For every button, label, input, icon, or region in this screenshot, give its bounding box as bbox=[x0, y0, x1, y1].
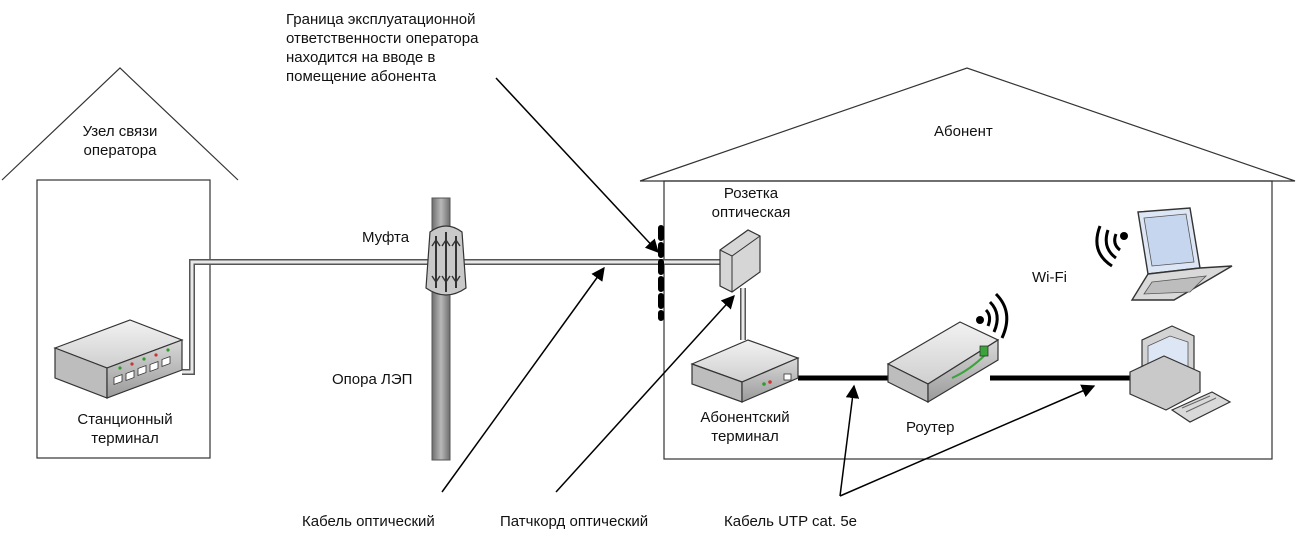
laptop-wifi-icon bbox=[1095, 225, 1128, 268]
station-terminal-device bbox=[53, 319, 184, 399]
router-wifi-icon bbox=[976, 292, 1009, 339]
optical-cable-label: Кабель оптический bbox=[302, 513, 435, 530]
patchcord-arrow bbox=[555, 295, 735, 493]
pole-label: Опора ЛЭП bbox=[332, 371, 413, 388]
coupling-device bbox=[425, 225, 467, 296]
subscriber-label: Абонент bbox=[934, 123, 993, 140]
router-device bbox=[886, 321, 1000, 404]
subscriber-building bbox=[639, 67, 1296, 460]
optical-socket-device bbox=[719, 229, 761, 293]
desktop-pc-icon bbox=[1129, 325, 1232, 423]
optical-patchcord-label: Патчкорд оптический bbox=[500, 513, 649, 530]
optical-cable-arrow bbox=[441, 266, 605, 493]
utp-cable-label: Кабель UTP cat. 5e bbox=[724, 513, 858, 530]
laptop-icon bbox=[1130, 207, 1233, 301]
utp-arrow-1 bbox=[839, 384, 860, 497]
operator-building bbox=[1, 67, 239, 459]
utp-arrow-2 bbox=[839, 384, 1096, 497]
router-label: Роутер bbox=[906, 419, 955, 436]
wifi-label: Wi-Fi bbox=[1032, 269, 1067, 286]
coupling-label: Муфта bbox=[362, 229, 410, 246]
boundary-arrow bbox=[495, 77, 659, 253]
subscriber-terminal-device bbox=[690, 339, 800, 403]
